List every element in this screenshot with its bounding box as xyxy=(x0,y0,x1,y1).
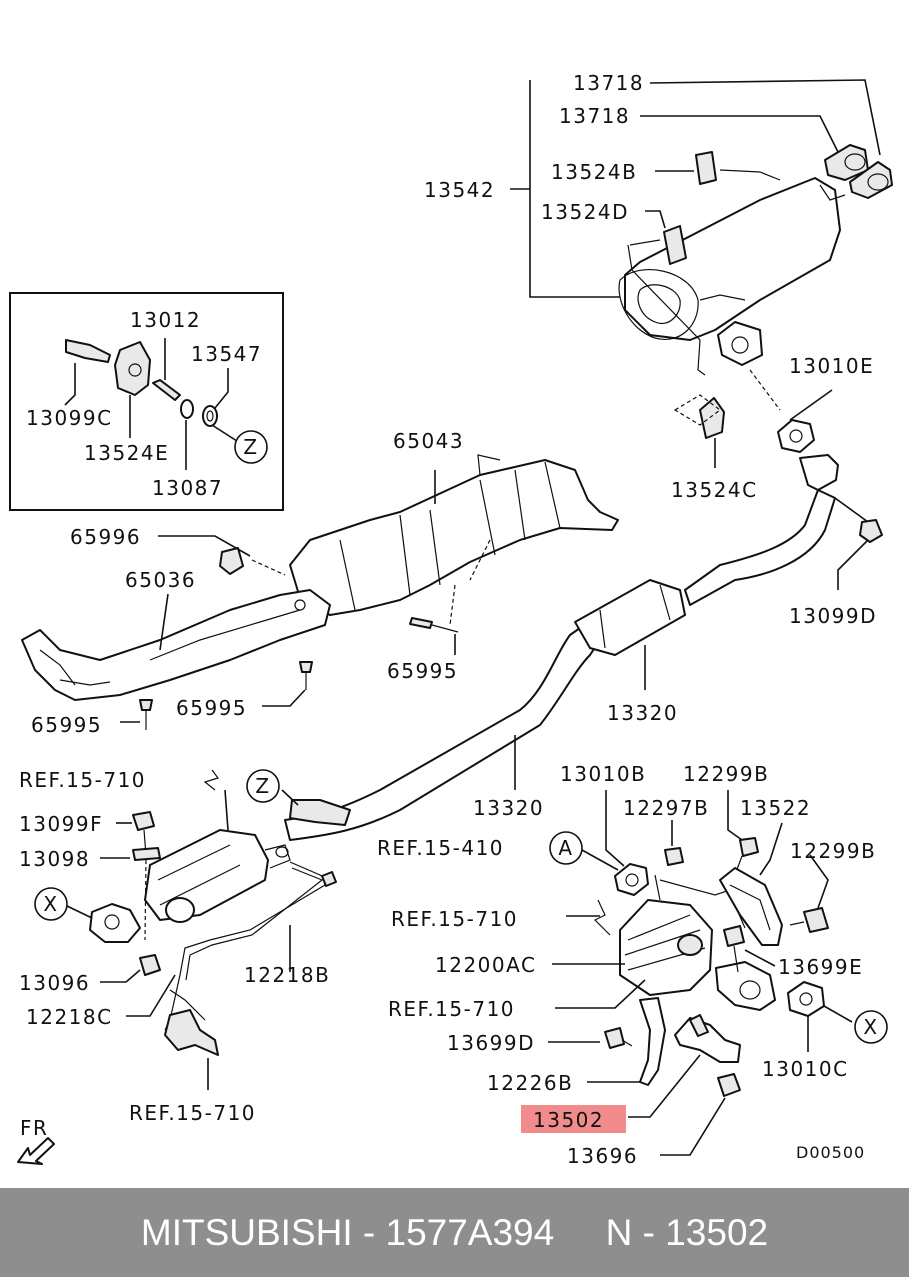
heat-shield-13522 xyxy=(719,822,783,946)
heat-protector-65043 xyxy=(289,454,619,616)
svg-text:X: X xyxy=(863,1015,878,1039)
hanger-13524d xyxy=(645,210,687,265)
muffler-group-bracket xyxy=(510,79,881,298)
gasket-13010b xyxy=(581,790,649,896)
label-13010e[interactable]: 13010E xyxy=(789,354,874,378)
label-13696[interactable]: 13696 xyxy=(567,1144,638,1168)
hanger-bracket-13502 xyxy=(628,1014,741,1118)
label-12299b-lower[interactable]: 12299B xyxy=(790,839,876,863)
label-13010c[interactable]: 13010C xyxy=(762,1057,849,1081)
label-13699d[interactable]: 13699D xyxy=(447,1031,535,1055)
svg-text:Z: Z xyxy=(255,774,270,798)
svg-text:Z: Z xyxy=(243,435,258,459)
hanger-13524b xyxy=(655,151,717,185)
nut-13696 xyxy=(660,1073,741,1156)
label-13718-upper[interactable]: 13718 xyxy=(573,71,644,95)
label-65996[interactable]: 65996 xyxy=(70,525,141,549)
label-13098[interactable]: 13098 xyxy=(19,847,90,871)
label-13542[interactable]: 13542 xyxy=(424,178,495,202)
label-13524b[interactable]: 13524B xyxy=(551,160,637,184)
bolts-12299b xyxy=(727,790,829,933)
front-direction-arrow-icon xyxy=(17,1137,55,1165)
label-13502[interactable]: 13502 xyxy=(533,1108,604,1132)
label-13099f[interactable]: 13099F xyxy=(19,812,103,836)
label-12218b[interactable]: 12218B xyxy=(244,963,330,987)
label-13699e[interactable]: 13699E xyxy=(778,955,863,979)
reference-leaders xyxy=(552,899,646,1009)
label-65036[interactable]: 65036 xyxy=(125,568,196,592)
label-12218c[interactable]: 12218C xyxy=(26,1005,113,1029)
marker-z-pipe: Z xyxy=(246,769,280,803)
label-65995-left[interactable]: 65995 xyxy=(31,713,102,737)
label-12299b-upper[interactable]: 12299B xyxy=(683,762,769,786)
part-info-footer: MITSUBISHI - 1577A394 N - 13502 xyxy=(0,1188,909,1277)
label-13522[interactable]: 13522 xyxy=(740,796,811,820)
label-13547[interactable]: 13547 xyxy=(191,342,262,366)
hanger-13524c xyxy=(673,394,725,468)
hanger-detail-inset xyxy=(9,292,284,511)
label-ref-15-710-top[interactable]: REF.15-710 xyxy=(19,768,146,792)
label-13524e[interactable]: 13524E xyxy=(84,441,169,465)
label-13010b[interactable]: 13010B xyxy=(560,762,646,786)
label-ref-15-410[interactable]: REF.15-410 xyxy=(377,836,504,860)
label-13320-upper[interactable]: 13320 xyxy=(607,701,678,725)
studs-65995 xyxy=(120,539,491,730)
gasket-13010c xyxy=(787,981,853,1052)
marker-z-inset: Z xyxy=(234,430,268,464)
label-65995-mid[interactable]: 65995 xyxy=(176,696,247,720)
label-65043[interactable]: 65043 xyxy=(393,429,464,453)
nut-65996 xyxy=(158,535,286,576)
heat-protector-65036 xyxy=(21,589,331,701)
part-highlight-13502 xyxy=(521,1105,626,1133)
label-13096[interactable]: 13096 xyxy=(19,971,90,995)
label-13012[interactable]: 13012 xyxy=(130,308,201,332)
label-13099d[interactable]: 13099D xyxy=(789,604,877,628)
tail-pipe-finishers xyxy=(819,144,893,201)
svg-text:X: X xyxy=(43,892,58,916)
label-12200ac[interactable]: 12200AC xyxy=(435,953,536,977)
main-muffler-13542 xyxy=(618,169,841,376)
svg-text:A: A xyxy=(558,836,573,860)
label-13718-lower[interactable]: 13718 xyxy=(559,104,630,128)
exhaust-manifold-cluster xyxy=(619,874,776,1011)
front-fasteners xyxy=(100,811,161,983)
label-12226b[interactable]: 12226B xyxy=(487,1071,573,1095)
front-catalytic-converter xyxy=(89,769,291,943)
label-ref-15-710-bottom[interactable]: REF.15-710 xyxy=(129,1101,256,1125)
bolt-13699d xyxy=(548,1027,633,1049)
label-ref-15-710-lower[interactable]: REF.15-710 xyxy=(388,997,515,1021)
label-12297b[interactable]: 12297B xyxy=(623,796,709,820)
label-13524d[interactable]: 13524D xyxy=(541,200,629,224)
marker-x-front: X xyxy=(34,887,93,921)
label-13087[interactable]: 13087 xyxy=(152,476,223,500)
bolt-13699e xyxy=(723,925,776,973)
label-13320-lower[interactable]: 13320 xyxy=(473,796,544,820)
exhaust-system-diagram: Z Z X X A 13718 13718 13542 13524B 13524… xyxy=(9,71,893,1168)
gasket-13010e xyxy=(749,369,833,453)
marker-a: A xyxy=(549,831,583,865)
label-65995-center[interactable]: 65995 xyxy=(387,659,458,683)
nut-12297b xyxy=(664,820,684,866)
sensor-harness-12218 xyxy=(126,861,337,1090)
bracket-12226b xyxy=(587,997,666,1086)
label-13524c[interactable]: 13524C xyxy=(671,478,758,502)
diagram-code: D00500 xyxy=(796,1143,865,1162)
pipe-bracket-z xyxy=(281,789,351,826)
label-13099c[interactable]: 13099C xyxy=(26,406,113,430)
label-ref-15-710-mid[interactable]: REF.15-710 xyxy=(391,907,518,931)
marker-x-rear: X xyxy=(854,1010,888,1044)
label-fr: FR xyxy=(20,1116,48,1140)
part-info-text: MITSUBISHI - 1577A394 N - 13502 xyxy=(140,1211,769,1253)
